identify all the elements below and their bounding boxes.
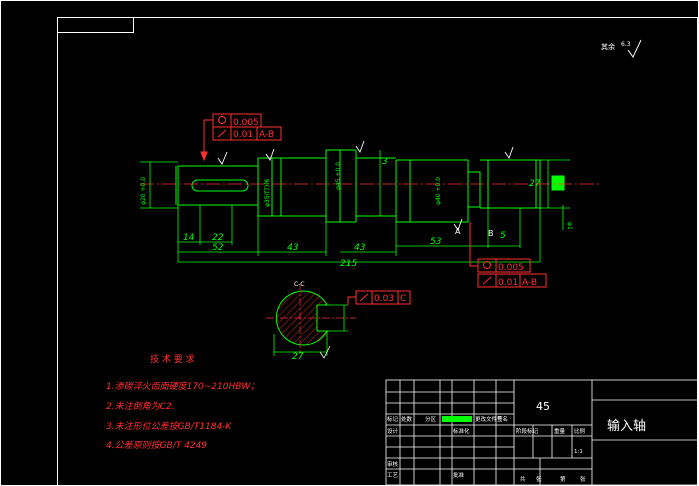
title-block-grid [385,379,699,486]
dim-27: 27 [529,179,541,189]
tolerance-frame-section [347,290,411,305]
dim-52: 52 [212,243,224,253]
tb-mark: 标记 [387,415,399,423]
tb-scale: 比例 [574,427,586,435]
dim-3: 3 [382,157,388,167]
datum-b-label: B [488,229,494,238]
tol-bottom-runout: 0.005 [498,263,524,273]
tb-zone: 分区 [425,415,437,423]
tech-req-2: 2.未注倒角为C2. [106,401,174,412]
dim-dia-1: φ1 [566,222,573,230]
dim-14: 14 [183,233,195,243]
center-hole-block [551,175,565,191]
tech-req-title: 技 术 要 求 [150,353,195,365]
roughness-symbol-icon [627,39,642,58]
roughness-marks [217,140,514,231]
dim-dia-40: φ40 +0.0 [435,177,442,205]
tol-bottom-datum: A-B [522,278,537,288]
tb-signature: 签名 [497,415,508,423]
section-roughness-icon [319,345,331,359]
dim-215: 215 [340,259,357,269]
shaft-neck [468,171,481,208]
tb-count: 处数 [401,415,413,423]
section-view [266,284,356,356]
tolerance-frame-top [200,113,282,162]
tech-req-3: 3.未注形位公差按GB/T1184-K [106,421,232,432]
tol-top-runout: 0.005 [233,118,259,128]
tol-section-value: 0.03 [374,294,394,304]
shaft-main-view [175,149,565,223]
tb-sheet-no: 第 [560,475,566,483]
datum-a-label: A [455,227,461,236]
dim-5: 5 [500,231,506,241]
corner-code-box [57,17,134,33]
title-block-highlight [442,416,472,422]
dim-section-27: 27 [292,352,304,362]
drawing-frame [57,17,698,486]
tech-req-4: 4.公差原则按GB/T 4249 [106,440,207,451]
roughness-label: 其余 [601,42,615,51]
dim-22: 22 [212,233,224,243]
dim-dia-35: φ35(f7)f6 [264,179,271,207]
tol-top-datum: A-B [259,130,274,140]
dim-53: 53 [430,237,442,247]
tol-top-position: 0.01 [233,130,253,140]
dim-dia-45: φ45 +0.0 [335,162,342,190]
tb-part-name: 输入轴 [607,418,646,434]
dim-43-right: 43 [354,243,366,253]
tol-bottom-position: 0.01 [498,278,518,288]
keyway-slot [191,179,249,192]
tb-weight: 重量 [554,427,566,435]
shaft-segment-left [177,165,259,206]
tb-sheet-total: 共 [520,475,526,483]
tb-process: 工艺 [387,472,399,479]
tb-design: 设计 [387,427,399,435]
roughness-value: 6.3 [621,41,631,48]
shaft-segment-middle [395,159,469,223]
section-label: C-C [294,281,305,288]
tb-change-doc: 更改文件号 [475,415,503,423]
tb-material: 45 [536,400,550,413]
tb-stage-mark: 阶段标记 [516,427,539,435]
dim-dia-20: φ20 +0.0 [140,177,147,205]
tolerance-frame-bottom [469,222,547,288]
tech-req-1: 1.渗碳淬火齿面硬度170~210HBW； [106,381,259,392]
tb-approve: 批准 [453,471,465,479]
dim-43-left: 43 [287,243,299,253]
dimension-lines [140,150,570,263]
tb-sheet: 张 [536,475,542,483]
tb-standard: 标准化 [453,427,470,435]
shaft-collar [325,150,341,223]
tb-sheet-unit: 张 [580,475,586,483]
tb-review: 审核 [387,460,399,468]
tb-scale-value: 1:1 [574,449,583,455]
tol-section-datum: C [400,294,406,304]
